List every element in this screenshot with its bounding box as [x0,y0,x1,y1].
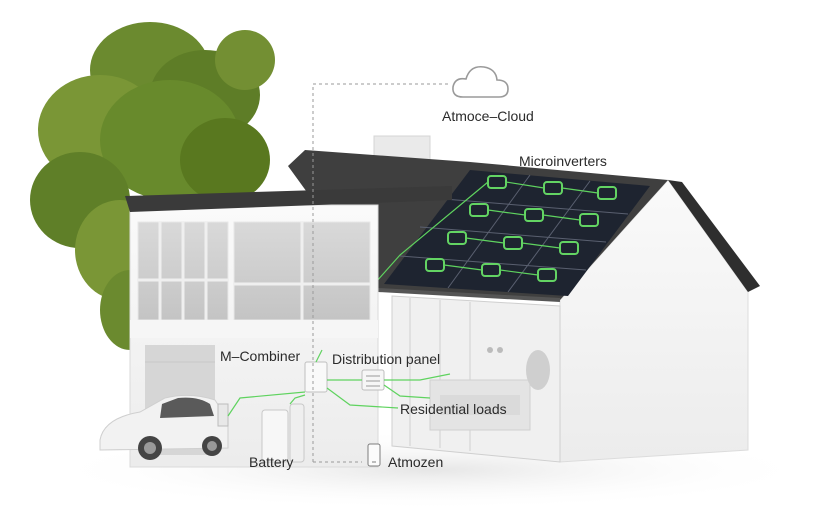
residential-loads-label: Residential loads [400,401,507,417]
distribution-panel-box [361,369,385,391]
distribution-panel-label: Distribution panel [332,351,441,367]
battery-label: Battery [249,454,294,470]
cloud-icon [452,65,509,98]
ev-charger [217,403,229,427]
m-combiner-box [304,361,328,393]
roof-right-edge [668,180,760,292]
flat-roof-building [125,186,452,468]
data-lines [312,83,450,463]
glass-room [391,295,561,463]
battery-unit [261,403,305,463]
cloud-label: Atmoce–Cloud [442,108,534,124]
phone-icon [367,443,381,467]
combiner-label: M–Combiner [220,348,301,364]
power-lines-ground [227,349,451,417]
microinverters-label: Microinverters [519,153,607,169]
electric-car [99,394,229,460]
solar-panel-array [384,170,650,296]
app-label: Atmozen [388,454,444,470]
